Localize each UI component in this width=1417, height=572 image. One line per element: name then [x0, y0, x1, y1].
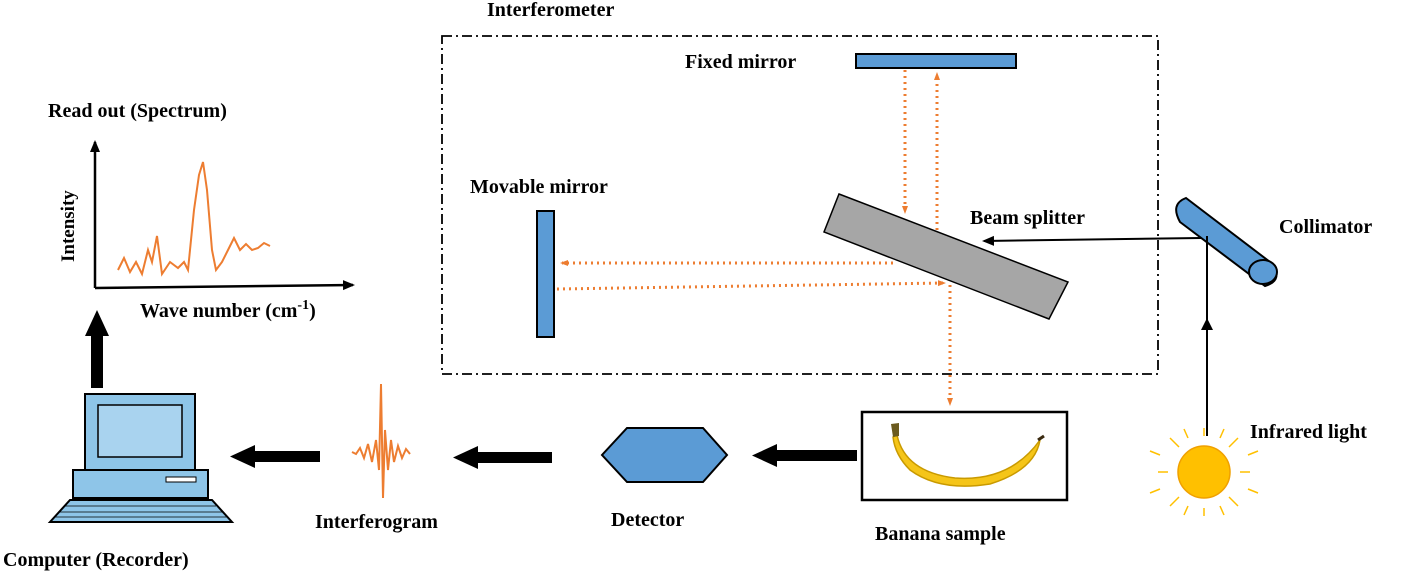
readout-xlabel-sup: -1 [297, 298, 309, 313]
beam-splitter-label: Beam splitter [970, 207, 1085, 229]
movable-mirror [536, 210, 555, 338]
collimator-icon [1175, 196, 1278, 288]
interferogram-signal [351, 383, 411, 499]
readout-xlabel: Wave number (cm-1) [140, 298, 316, 322]
interferogram-to-computer-arrow [230, 445, 320, 468]
fixed-mirror [855, 53, 1017, 69]
readout-xlabel-main: Wave number (cm [140, 300, 298, 322]
interferogram-label: Interferogram [315, 511, 438, 533]
collimator-to-splitter-arrow [982, 235, 1202, 246]
readout-xlabel-close: ) [309, 300, 316, 322]
movable-mirror-label: Movable mirror [470, 176, 608, 198]
infrared-light-label: Infrared light [1250, 421, 1367, 443]
readout-axes [90, 140, 355, 291]
readout-spectrum-line [117, 161, 271, 277]
sample-to-detector-arrow [752, 444, 857, 467]
fixed-mirror-label: Fixed mirror [685, 51, 796, 73]
light-path-arrowhead [1201, 318, 1213, 330]
detector-label: Detector [611, 509, 684, 531]
readout-title: Read out (Spectrum) [48, 100, 227, 122]
banana-icon [891, 423, 1045, 487]
interferometer-label: Interferometer [487, 0, 614, 21]
beam-paths [556, 70, 953, 406]
beam-from-movable [556, 280, 946, 291]
readout-ylabel: Intensity [58, 190, 79, 262]
detector-to-interferogram-arrow [453, 446, 552, 469]
computer-icon [47, 393, 235, 523]
computer-to-readout-arrow [85, 310, 109, 388]
computer-label: Computer (Recorder) [3, 549, 189, 571]
collimator-label: Collimator [1279, 216, 1372, 238]
beam-splitter [823, 193, 1070, 320]
sun-icon [1149, 428, 1259, 516]
hexagon-detector-icon [600, 427, 729, 483]
banana-sample-label: Banana sample [875, 523, 1006, 545]
interferometer-boundary [441, 35, 1159, 375]
